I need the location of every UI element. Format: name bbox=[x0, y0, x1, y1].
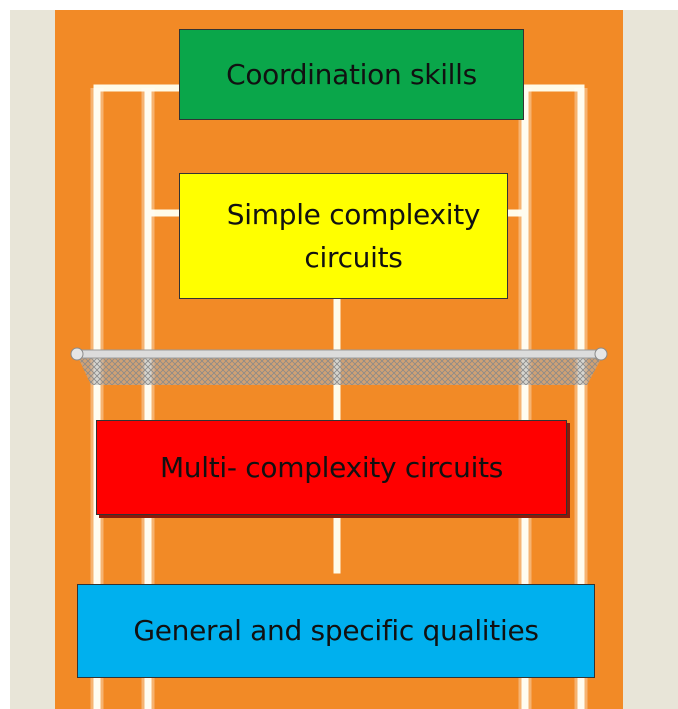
level-label: Coordination skills bbox=[226, 57, 477, 91]
right-surround bbox=[623, 10, 678, 709]
level-simple-complexity-circuits: Simple complexity circuits bbox=[179, 173, 508, 299]
level-multi-complexity-circuits: Multi- complexity circuits bbox=[96, 420, 567, 515]
level-label: Multi- complexity circuits bbox=[159, 450, 504, 484]
level-coordination-skills: Coordination skills bbox=[179, 29, 524, 120]
level-label: Simple complexity circuits bbox=[226, 197, 481, 274]
tennis-net bbox=[70, 347, 608, 385]
level-general-and-specific-qualities: General and specific qualities bbox=[77, 584, 595, 678]
left-surround bbox=[10, 10, 55, 709]
level-label: General and specific qualities bbox=[133, 614, 539, 648]
